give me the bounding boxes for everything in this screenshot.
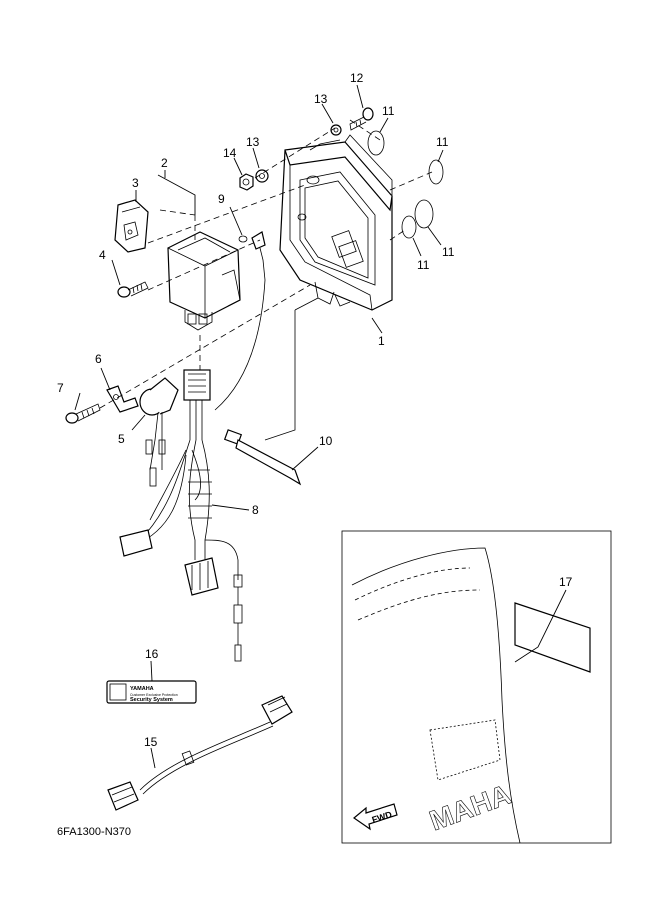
part-12-screw (349, 107, 374, 131)
part-1-mounting-box (279, 134, 393, 311)
callout-16: 16 (145, 647, 159, 661)
callout-11a: 11 (382, 104, 395, 118)
callout-12: 12 (350, 71, 364, 85)
callout-2: 2 (161, 156, 168, 170)
callout-numbers: 1 2 3 4 5 6 7 8 9 10 11 11 11 11 12 13 1… (57, 71, 573, 749)
part-13-washers (255, 124, 342, 183)
part-16-label: YAMAHA Customer Exclusive Protection Sec… (106, 680, 197, 704)
callout-13b: 13 (246, 135, 260, 149)
label16-line1: Customer Exclusive Protection (130, 693, 178, 697)
callout-9: 9 (218, 192, 225, 206)
callout-10: 10 (319, 434, 333, 448)
callout-11b: 11 (436, 135, 449, 149)
part-10-cable-tie (223, 429, 302, 486)
part-7-screw (65, 403, 101, 424)
leader-lines (74, 84, 567, 769)
part-3-cover (114, 199, 149, 253)
callout-4: 4 (99, 248, 106, 262)
callout-5: 5 (118, 432, 125, 446)
callout-11c: 11 (417, 258, 430, 272)
callout-7: 7 (57, 381, 64, 395)
part-14-nut (239, 173, 254, 191)
diagram-code: 6FA1300-N370 (57, 826, 131, 838)
part-2-control-unit (167, 231, 241, 331)
part-6-bracket (106, 385, 139, 413)
assembly-lines (99, 119, 433, 441)
label16-line2: Security System (130, 697, 173, 703)
svg-text:MAHA: MAHA (425, 779, 515, 837)
callout-14: 14 (223, 146, 237, 160)
label16-brand: YAMAHA (130, 686, 154, 692)
callout-13a: 13 (314, 92, 328, 106)
part-5-buzzer (139, 377, 179, 487)
part-4-bolt (117, 281, 149, 298)
callout-8: 8 (252, 503, 259, 517)
callout-11d: 11 (442, 245, 455, 259)
part-8-wire-harness (119, 369, 243, 662)
callout-6: 6 (95, 352, 102, 366)
callout-1: 1 (378, 334, 385, 348)
callout-3: 3 (132, 176, 139, 190)
part-11-seals (367, 130, 444, 239)
callout-17: 17 (559, 575, 573, 589)
callout-15: 15 (144, 735, 158, 749)
part-15-extension-harness (107, 695, 293, 811)
